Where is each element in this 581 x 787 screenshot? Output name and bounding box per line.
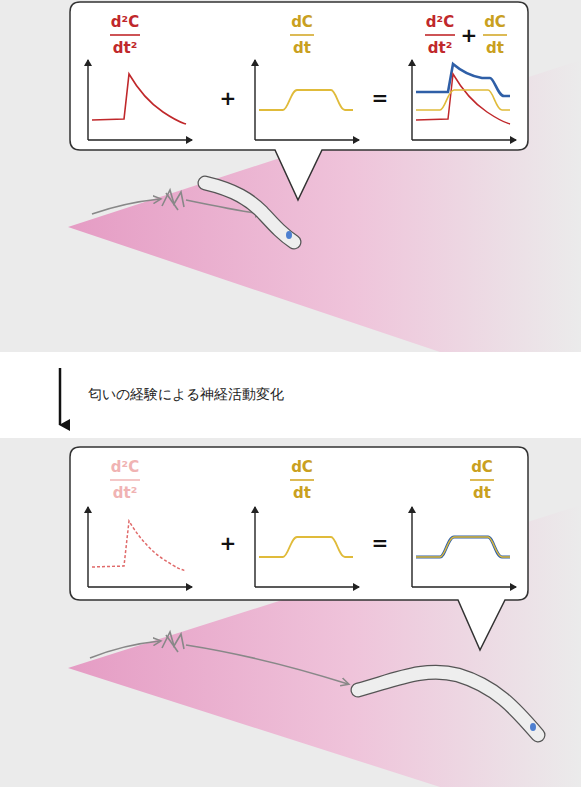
panel-ground <box>0 438 581 787</box>
formula-text: dC <box>291 460 313 475</box>
formula-text: dt <box>473 486 491 501</box>
formula-text: d²C <box>111 460 139 475</box>
speech-bubble <box>70 447 528 650</box>
plot <box>255 60 359 140</box>
plot <box>88 507 192 587</box>
formula-text: + <box>461 25 478 45</box>
speech-bubble: d²C dt² + dC dt = dC dt <box>70 447 528 600</box>
formula-text: d²C <box>426 15 454 30</box>
worm <box>358 672 538 735</box>
worm <box>205 183 294 242</box>
speech-bubble: d²C dt² + dC dt = d²C dt² + dC dt <box>70 2 528 150</box>
formula-text: = <box>372 88 389 108</box>
formula-text: dt <box>293 486 311 501</box>
formula-text: d²C <box>111 15 139 30</box>
plot <box>412 507 516 587</box>
speech-bubble <box>70 2 528 200</box>
worm-track <box>90 632 348 684</box>
plot <box>412 60 516 140</box>
formula-text: dt² <box>113 486 137 501</box>
formula-text: dC <box>471 460 493 475</box>
formula-text: + <box>220 533 237 553</box>
formula-text: dt <box>486 41 504 56</box>
formula-text: dC <box>484 15 506 30</box>
plot <box>255 507 359 587</box>
formula-text: dt² <box>428 41 452 56</box>
formula-text: = <box>372 533 389 553</box>
formula-text: dt <box>293 41 311 56</box>
fraction-bar <box>110 34 507 36</box>
caption-note: 匂いの経験による神経活動変化 <box>88 386 284 403</box>
formula-text: dt² <box>113 41 137 56</box>
panel-ground <box>0 0 581 352</box>
plot <box>88 60 192 140</box>
fraction-bar <box>110 479 494 481</box>
formula-text: + <box>220 88 237 108</box>
formula-text: dC <box>291 15 313 30</box>
transition-arrow <box>59 368 62 425</box>
